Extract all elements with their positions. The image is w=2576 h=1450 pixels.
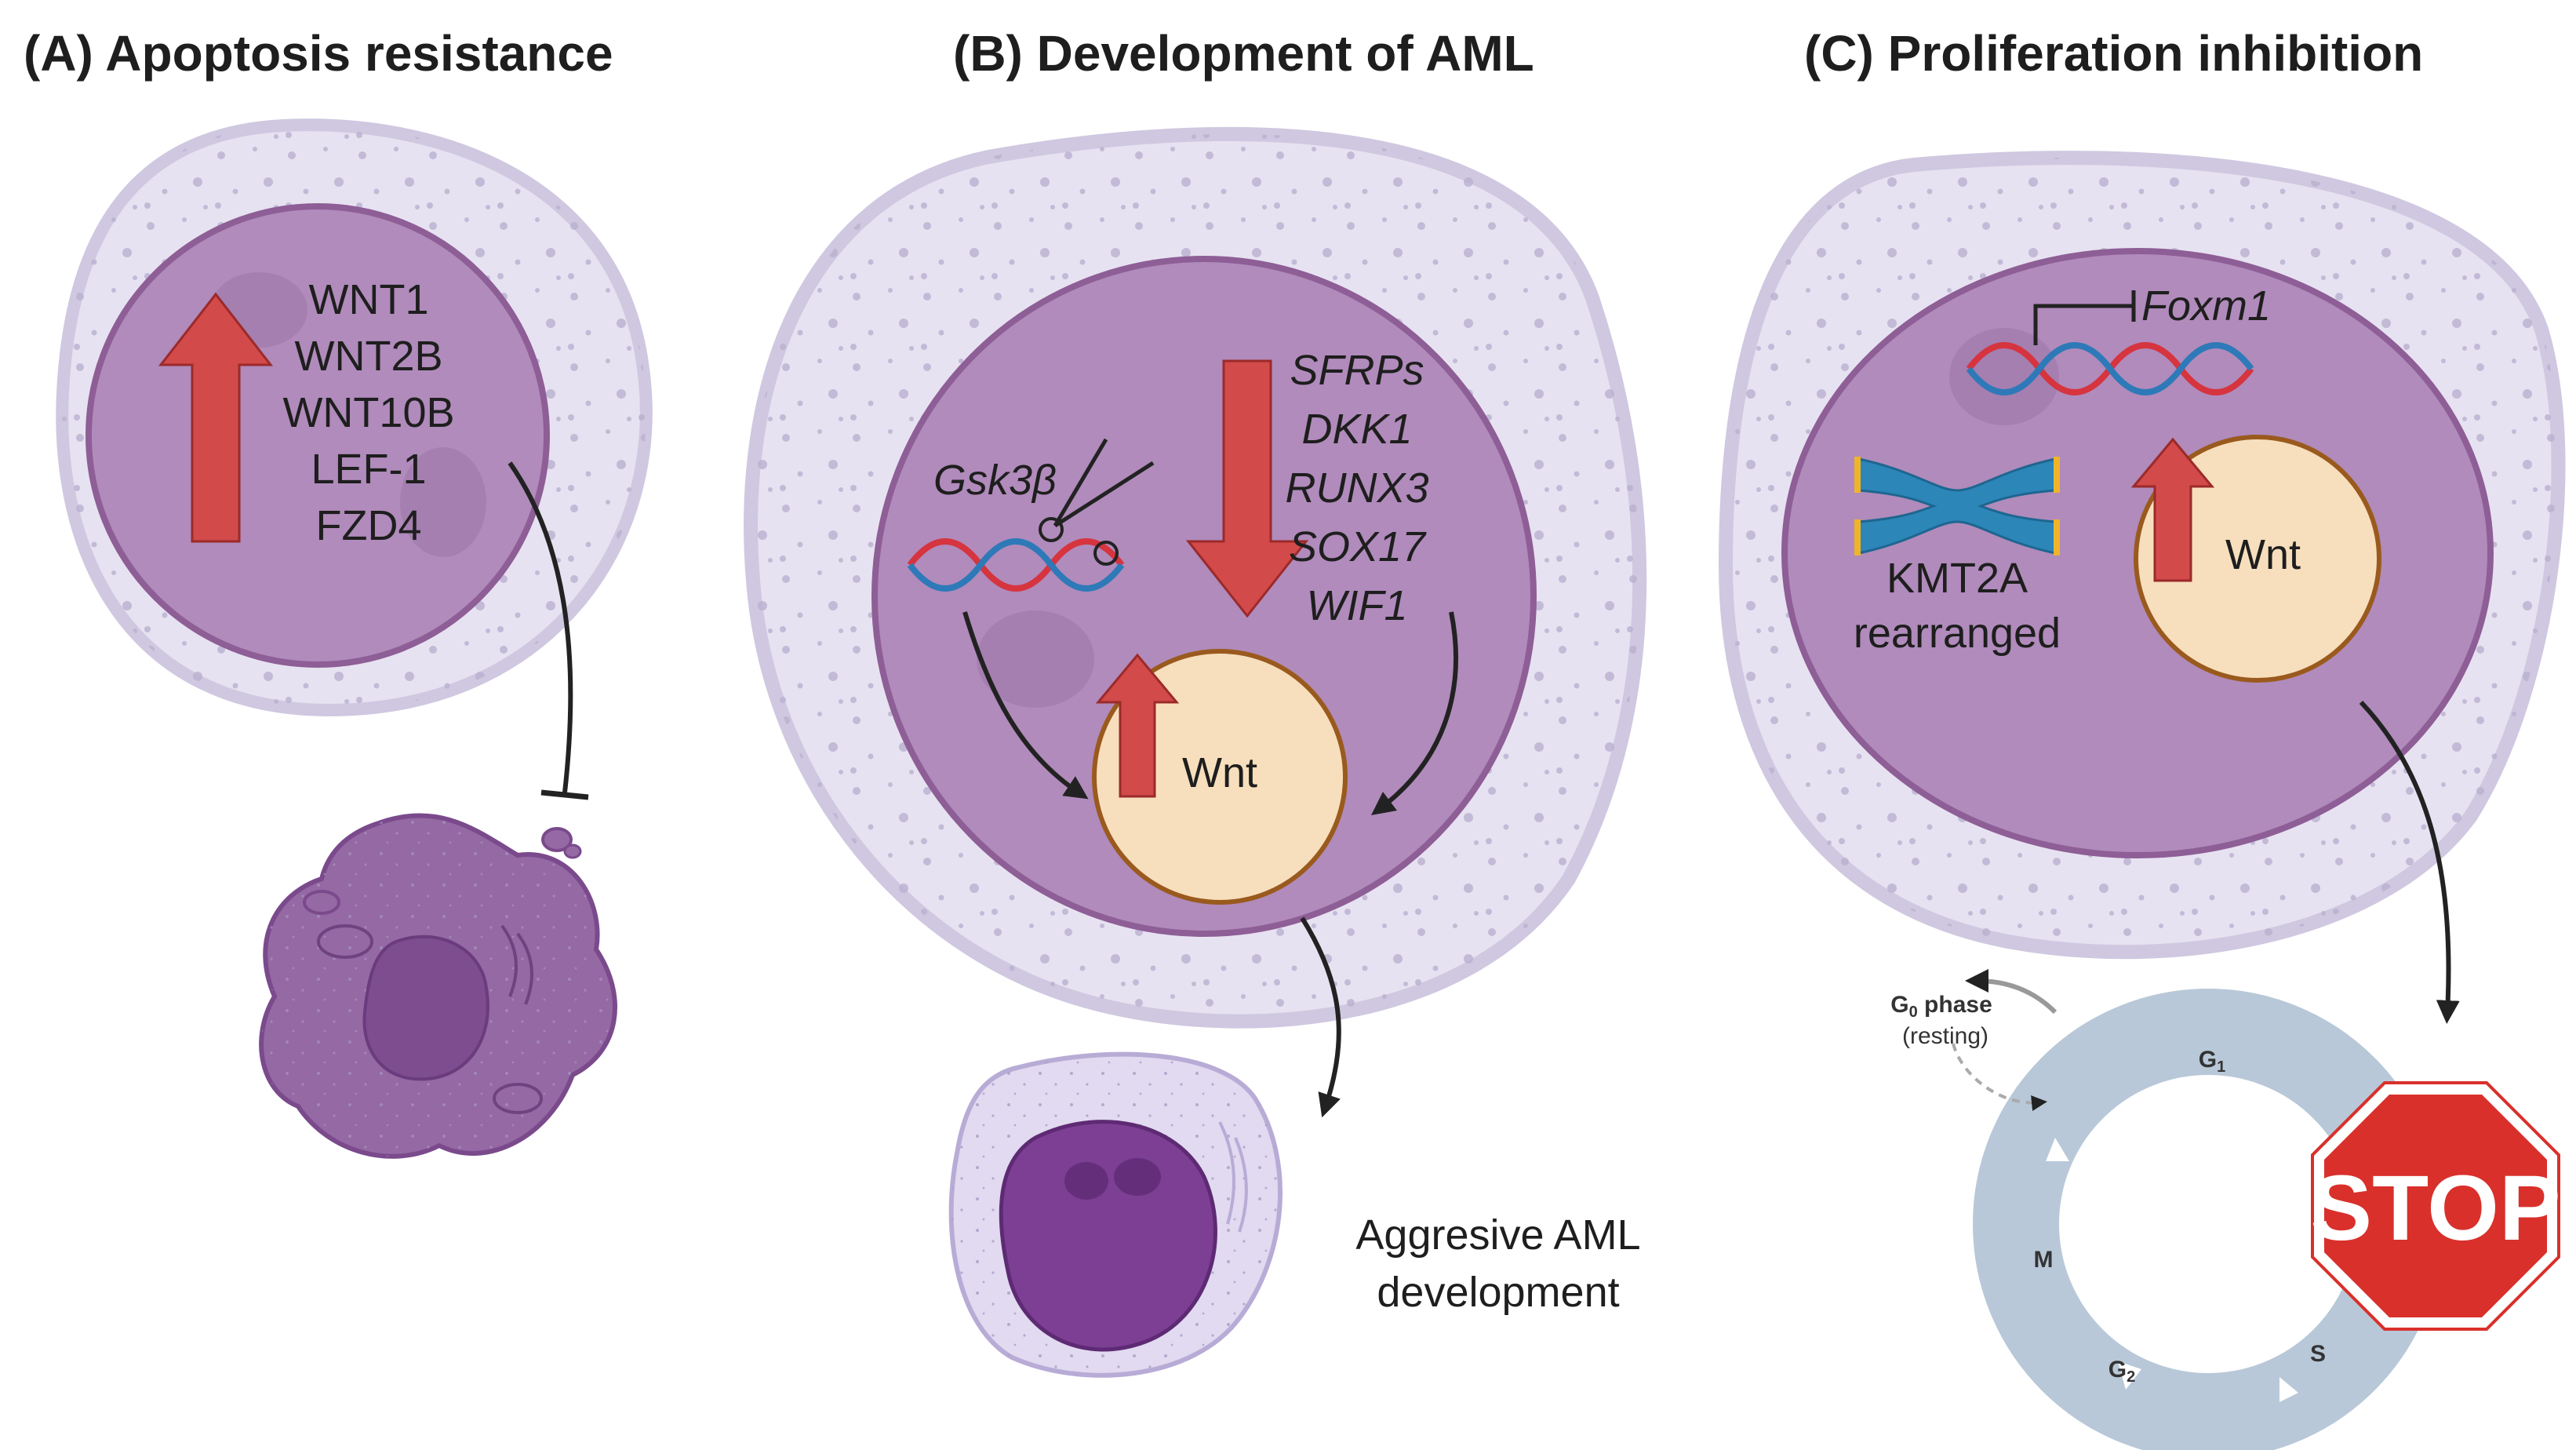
gene-sfrps: SFRPs [1290,347,1424,394]
panel-a: (A) Apoptosis resistance WNT1 WNT2B WNT1… [24,25,653,1159]
cell-a: WNT1 WNT2B WNT10B LEF-1 FZD4 [56,118,653,717]
wnt-up-arrow-icon-c [2130,437,2215,582]
inhibitors-to-wnt-arrow [1371,611,1458,816]
panel-b-title: (B) Development of AML [953,25,1534,82]
gene-list-a: WNT1 WNT2B WNT10B LEF-1 FZD4 [282,276,454,549]
gene-sox17: SOX17 [1289,523,1427,570]
gene-lef1: LEF-1 [311,446,426,493]
up-arrow-icon [158,292,274,543]
chromosome-icon [1854,457,2060,556]
inhibition-arrow-icon [508,461,573,793]
phase-g2-label: G2 [2108,1357,2135,1386]
down-arrow-icon [1185,359,1309,618]
kmt2a-label-line2: rearranged [1854,610,2061,657]
dna-icon-c [1966,342,2254,395]
wnt-circle-b [1092,649,1348,905]
wnt-to-cycle-arrow [2359,700,2460,1024]
gene-fzd4: FZD4 [316,502,422,549]
wnt-label-b: Wnt [1182,749,1257,796]
cell-b: Gsk3β SFRPs DKK1 RUNX3 SOX17 WIF1 [744,126,1647,1029]
apoptotic-cell [259,813,617,1159]
gene-runx3: RUNX3 [1285,465,1428,512]
phase-g1-label: G1 [2199,1047,2225,1076]
cell-c: Foxm1 KMT2A rearranged Wnt [1718,151,2566,960]
scissors-icon [1039,438,1155,566]
phase-s-label: S [2310,1341,2326,1367]
gene-wnt10b: WNT10B [282,389,454,436]
g0-resting-label: (resting) [1902,1023,1988,1049]
g0-return-arrow [1952,1043,2047,1111]
panel-b: (B) Development of AML Gsk3β SFRPs DKK1 [744,25,1647,1378]
phase-m-label: M [2034,1247,2054,1273]
g0-phase-label: G0 phase [1890,992,1992,1021]
stop-label: STOP [2310,1157,2560,1260]
kmt2a-label-line1: KMT2A [1887,555,2028,602]
gene-wnt1: WNT1 [309,276,429,323]
wnt-up-arrow-icon [1095,653,1180,798]
g0-exit-arrow [1965,969,2058,1015]
foxm1-label: Foxm1 [2141,282,2271,330]
gene-list-b: SFRPs DKK1 RUNX3 SOX17 WIF1 [1285,347,1428,629]
nucleus-b [871,256,1537,937]
panel-c: (C) Proliferation inhibition Foxm1 [1718,25,2566,1450]
stop-sign-icon: STOP [2310,1081,2561,1331]
wnt-label-c: Wnt [2225,531,2301,578]
aml-outcome-line1: Aggresive AML [1355,1211,1640,1259]
gsk3b-label: Gsk3β [933,457,1057,504]
dna-icon [907,538,1125,592]
panel-c-title: (C) Proliferation inhibition [1804,25,2423,82]
gene-wif1: WIF1 [1307,582,1408,629]
wnt-circle-c [2134,435,2381,683]
gene-wnt2b: WNT2B [295,333,443,380]
foxm1-gene: Foxm1 [2033,282,2271,345]
gsk-to-wnt-arrow [962,611,1089,800]
aml-cell [948,1051,1283,1378]
panel-a-title: (A) Apoptosis resistance [24,25,613,82]
aml-outcome-line2: development [1377,1269,1619,1316]
wnt-to-aml-arrow [1300,916,1341,1118]
gene-dkk1: DKK1 [1301,406,1412,453]
